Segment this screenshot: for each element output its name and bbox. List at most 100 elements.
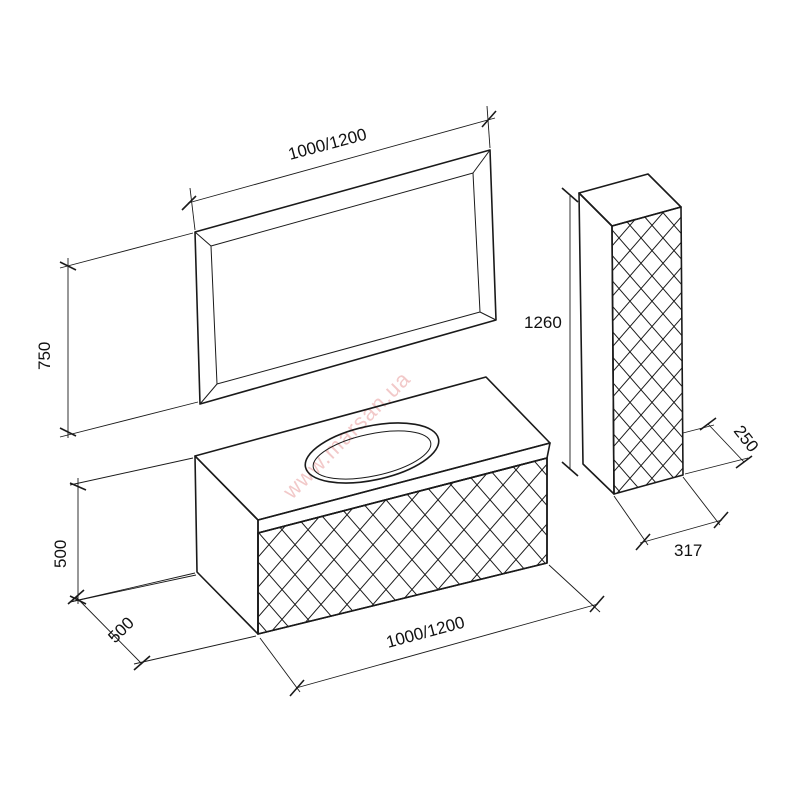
quilt-line (612, 207, 683, 494)
quilt-line (333, 458, 517, 634)
quilt-line (300, 200, 570, 510)
quilt-line (629, 207, 683, 494)
quilt-line (612, 207, 683, 494)
mirror-height-label: 750 (35, 342, 54, 370)
quilt-line (612, 207, 636, 494)
quilt-line (0, 200, 190, 510)
tall-cabinet-front-pattern (0, 200, 800, 510)
quilt-line (0, 440, 48, 650)
quilt-line (776, 440, 800, 650)
quilt-line (612, 207, 683, 494)
quilt-line (463, 458, 547, 634)
quilt-line (620, 440, 800, 650)
mirror-width-label: 1000/1200 (286, 125, 369, 164)
quilt-line (0, 200, 212, 510)
quilt-line (612, 207, 683, 494)
quilt-line (74, 440, 257, 650)
quilt-line (0, 440, 178, 650)
quilt-line (316, 200, 586, 510)
quilt-line (256, 200, 526, 510)
cabinet-depth-dimension: 250 (682, 417, 762, 475)
quilt-line (0, 440, 23, 650)
vanity-height-label: 500 (51, 540, 70, 568)
quilt-line (0, 440, 22, 650)
quilt-line (489, 458, 547, 634)
quilt-line (646, 207, 683, 494)
quilt-line (646, 440, 800, 650)
quilt-line (30, 200, 300, 510)
quilt-line (0, 440, 100, 650)
quilt-line (567, 440, 750, 650)
quilt-line (612, 207, 683, 494)
quilt-line (612, 207, 683, 494)
quilt-line (612, 207, 683, 494)
quilt-line (47, 440, 230, 650)
mirror-height-dimension: 750 (35, 232, 199, 438)
quilt-line (140, 200, 410, 510)
quilt-line (784, 200, 800, 510)
quilt-line (212, 200, 482, 510)
quilt-line (734, 200, 800, 510)
vanity-height-dimension: 500 (51, 457, 196, 605)
quilt-line (612, 207, 683, 494)
quilt-line (73, 440, 256, 650)
quilt-line (21, 440, 204, 650)
quilt-line (463, 458, 547, 634)
quilt-line (624, 207, 683, 494)
quilt-line (718, 200, 800, 510)
basin (304, 422, 440, 484)
quilt-line (515, 458, 547, 634)
quilt-line (385, 458, 547, 634)
quilt-line (0, 440, 49, 650)
quilt-line (740, 200, 800, 510)
quilt-line (724, 440, 800, 650)
quilt-line (258, 458, 309, 634)
quilt-line (118, 200, 388, 510)
quilt-line (612, 207, 683, 494)
cabinet-height-dimension: 1260 (524, 187, 579, 477)
quilt-line (228, 200, 498, 510)
quilt-line (612, 207, 683, 494)
quilt-line (612, 207, 680, 494)
quilt-line (612, 207, 631, 494)
cabinet-width-label: 317 (674, 541, 702, 560)
tall-cabinet (578, 173, 682, 495)
quilt-line (52, 200, 322, 510)
quilt-line (697, 440, 800, 650)
quilt-line (206, 200, 476, 510)
quilt-line (690, 200, 800, 510)
quilt-line (258, 458, 335, 634)
quilt-line (750, 440, 800, 650)
quilt-line (756, 200, 800, 510)
quilt-line (48, 440, 231, 650)
quilt-line (749, 440, 800, 650)
mirror (194, 149, 497, 405)
vanity-width-label: 1000/1200 (384, 613, 467, 652)
quilt-line (612, 207, 683, 494)
cabinet-depth-label: 250 (730, 422, 762, 456)
quilt-line (612, 207, 683, 494)
vanity-depth-label: 500 (104, 613, 137, 646)
quilt-line (696, 200, 800, 510)
quilt-line (775, 440, 800, 650)
quilt-line (322, 200, 592, 510)
quilt-line (778, 200, 800, 510)
quilt-line (437, 458, 547, 634)
quilt-line (612, 207, 614, 494)
quilt-line (0, 440, 179, 650)
quilt-line (612, 207, 683, 494)
quilt-line (668, 207, 683, 494)
quilt-line (258, 458, 439, 634)
quilt-line (762, 200, 800, 510)
mirror-width-dimension: 1000/1200 (181, 105, 497, 231)
cabinet-height-label: 1260 (524, 313, 562, 332)
vanity-depth-dimension: 500 (67, 574, 257, 671)
quilt-line (568, 440, 751, 650)
quilt-line (612, 207, 683, 494)
quilt-line (22, 440, 205, 650)
quilt-line (612, 207, 675, 494)
cabinet-width-dimension: 317 (613, 476, 729, 560)
quilt-line (612, 207, 683, 494)
quilt-line (258, 458, 361, 634)
